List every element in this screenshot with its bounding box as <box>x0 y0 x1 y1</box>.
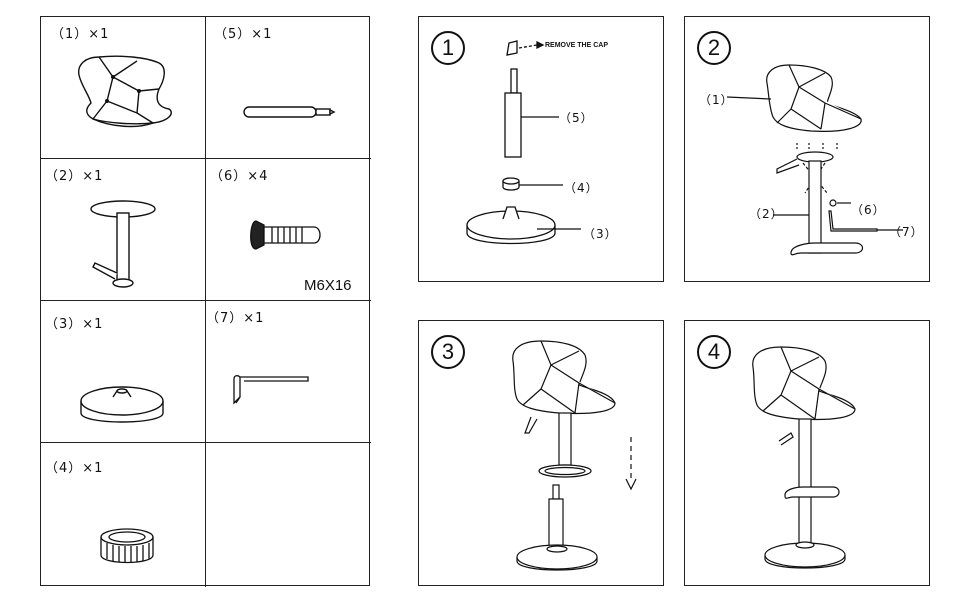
part-bolt-drawing <box>250 220 321 250</box>
step-2-callout-7: （7） <box>889 225 924 239</box>
step-1-drawing <box>466 40 581 245</box>
part-label-2: （2）×1 <box>45 169 104 184</box>
part-label-5: （5）×1 <box>214 27 273 42</box>
part-seat-drawing <box>78 55 172 128</box>
part-cell-6: （6）×4 M6X16 <box>206 159 371 301</box>
step-2-panel: 2 （1） （2） （6） （7） <box>684 16 930 282</box>
part-cell-7: （7）×1 <box>206 301 371 443</box>
part-cell-5: （5）×1 <box>206 17 371 159</box>
part-label-4: （4）×1 <box>45 461 104 476</box>
step-2-callout-2: （2） <box>749 207 784 221</box>
step-2-number: 2 <box>697 31 731 65</box>
step-4-drawing <box>752 346 856 569</box>
step-1-number: 1 <box>431 31 465 65</box>
part-label-7: （7）×1 <box>206 311 265 326</box>
step-2-drawing <box>726 64 903 256</box>
step-2-callout-6: （6） <box>851 203 886 217</box>
step-2-callout-1: （1） <box>699 93 734 107</box>
part-cell-2: （2）×1 <box>41 159 206 301</box>
bolt-size-spec: M6X16 <box>304 277 352 294</box>
part-gas-lift-rod-drawing <box>243 106 336 118</box>
part-label-1: （1）×1 <box>51 27 110 42</box>
part-base-drawing <box>80 386 164 423</box>
step-4-number: 4 <box>697 335 731 369</box>
part-gas-cylinder-drawing <box>90 200 156 288</box>
part-cell-4: （4）×1 <box>41 443 206 587</box>
part-label-6: （6）×4 <box>210 169 269 184</box>
step-4-panel: 4 <box>684 320 930 586</box>
step-3-number: 3 <box>431 335 465 369</box>
part-allen-key-drawing <box>233 375 309 405</box>
remove-cap-note: REMOVE THE CAP <box>545 42 609 49</box>
part-ring-drawing <box>100 528 154 564</box>
step-3-panel: 3 <box>418 320 664 586</box>
part-cell-empty <box>206 443 371 587</box>
step-1-panel: 1 REMOVE THE CAP （5） （4） （3） <box>418 16 664 282</box>
part-cell-1: （1）×1 <box>41 17 206 159</box>
step-1-callout-3: （3） <box>583 227 618 241</box>
step-1-callout-4: （4） <box>564 181 599 195</box>
part-label-3: （3）×1 <box>45 317 104 332</box>
step-1-callout-5: （5） <box>559 111 594 125</box>
step-3-drawing <box>512 340 637 571</box>
part-cell-3: （3）×1 <box>41 301 206 443</box>
parts-list-grid: （1）×1 （5）×1 （2）×1 <box>40 16 371 587</box>
